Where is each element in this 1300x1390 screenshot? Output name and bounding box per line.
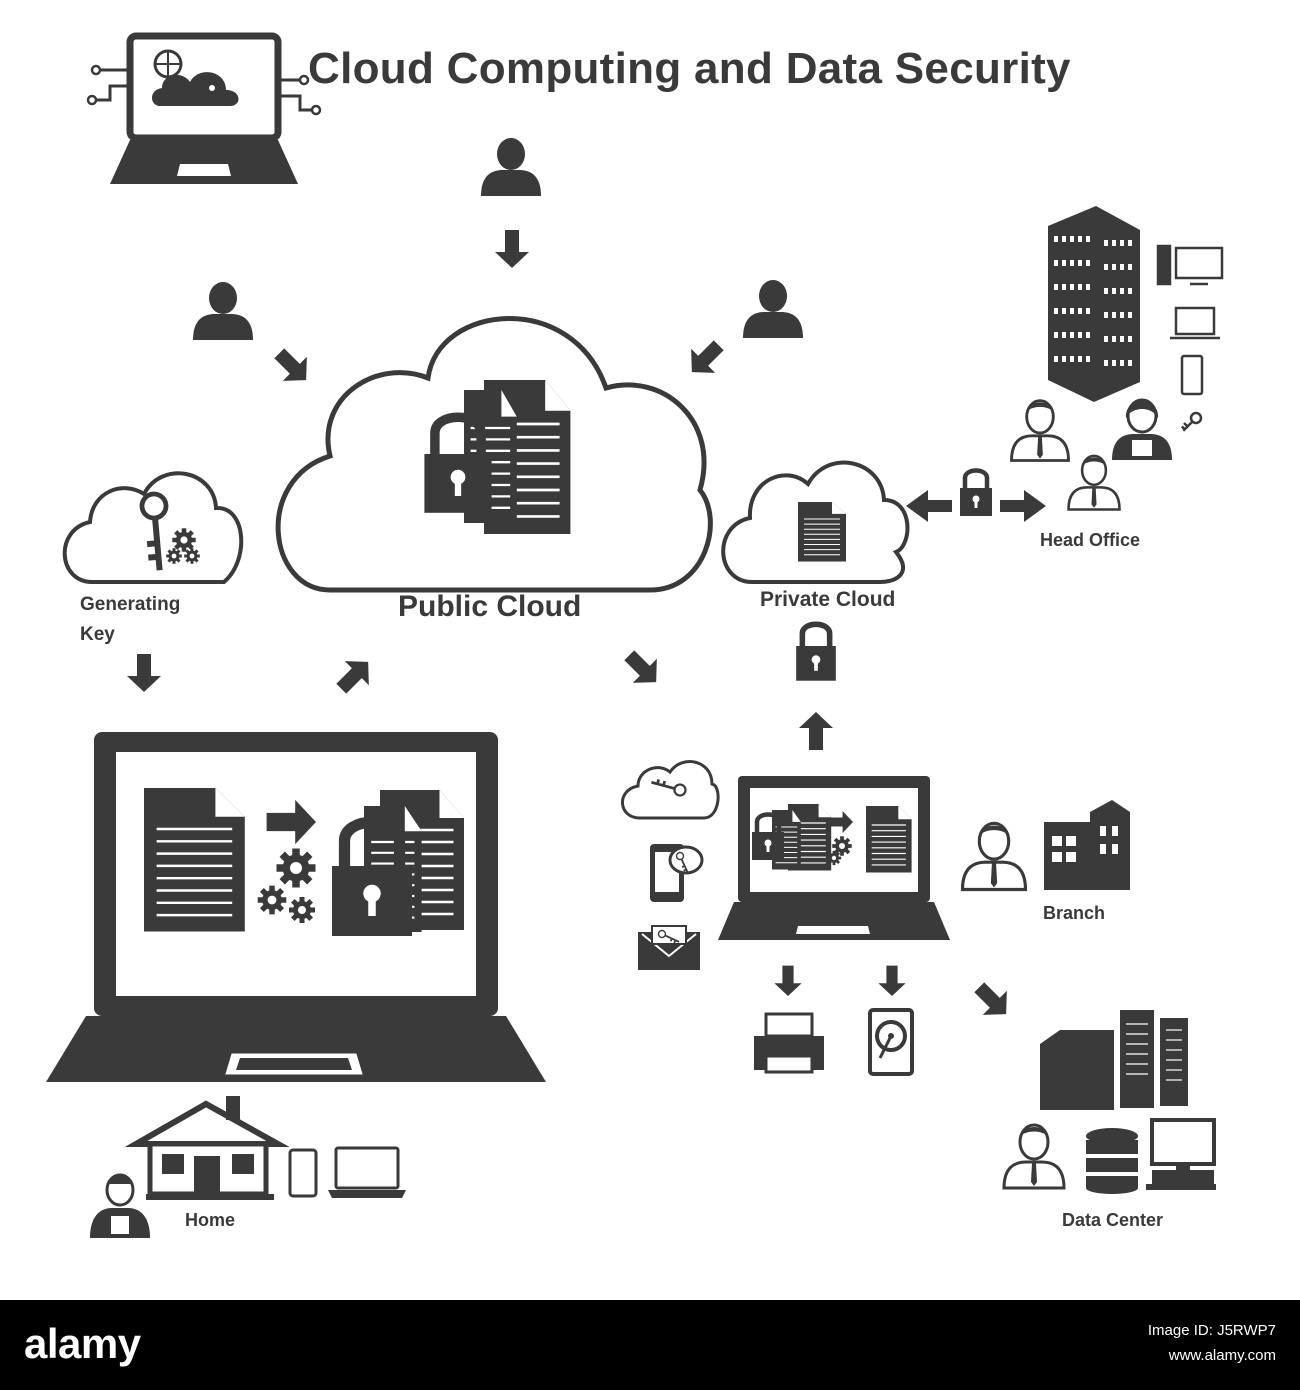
arrow-icon — [495, 230, 529, 268]
arrow-icon — [267, 341, 319, 393]
generating-key-label: Generating Key — [80, 590, 180, 650]
generating-key-line2: Key — [80, 624, 115, 645]
phone-key-icon — [650, 844, 704, 902]
user-icon — [743, 280, 803, 338]
head-office-devices-icon — [1156, 244, 1224, 432]
private-cloud-icon — [721, 460, 910, 584]
private-cloud-label: Private Cloud — [760, 588, 896, 611]
arrow-icon — [617, 643, 669, 695]
page-title: Cloud Computing and Data Security — [308, 44, 1071, 93]
home-label: Home — [185, 1210, 236, 1230]
branch-label: Branch — [1043, 903, 1106, 923]
data-center-label: Data Center — [1062, 1210, 1164, 1230]
user-icon — [1002, 1123, 1066, 1190]
head-office-label: Head Office — [1040, 530, 1141, 550]
server-rack-icon — [1040, 1010, 1188, 1110]
encryption-laptop-icon — [46, 732, 546, 1082]
user-icon — [481, 138, 541, 196]
image-id-text: Image ID: J5RWP7 — [1147, 1322, 1276, 1339]
public-cloud-icon — [275, 316, 713, 593]
alamy-logo: alamy — [24, 1320, 141, 1367]
public-cloud-label: Public Cloud — [398, 590, 582, 623]
secure-link-icon — [906, 471, 1046, 522]
footer-meta: Image ID: J5RWP7 www.alamy.com — [1148, 1318, 1276, 1368]
user-icon — [960, 821, 1028, 892]
user-icon — [193, 282, 253, 340]
user-icon — [1010, 399, 1070, 462]
header-laptop-cloud-icon — [86, 32, 322, 184]
home-group-icon — [90, 1096, 406, 1238]
desktop-computer-icon — [1146, 1118, 1216, 1190]
arrow-icon — [967, 975, 1019, 1027]
user-icon — [1112, 398, 1172, 460]
padlock-icon — [796, 624, 836, 680]
branch-building-icon — [1044, 800, 1130, 890]
head-office-building-icon — [1048, 206, 1140, 402]
watermark-footer: alamy Image ID: J5RWP7 www.alamy.com — [0, 1300, 1300, 1390]
database-icon — [1086, 1128, 1138, 1194]
arrow-icon — [329, 649, 381, 701]
footer-url-text: www.alamy.com — [1168, 1347, 1276, 1364]
cloud-security-diagram — [46, 32, 1224, 1238]
branch-laptop-icon — [718, 776, 950, 940]
user-icon — [1067, 454, 1121, 511]
printer-icon — [754, 1012, 824, 1074]
arrow-icon — [127, 654, 161, 692]
arrow-icon — [878, 965, 906, 996]
arrow-icon — [799, 712, 833, 750]
key-cloud-small-icon — [621, 760, 720, 820]
arrow-icon — [679, 333, 731, 385]
key-cloud-icon — [62, 471, 244, 584]
generating-key-line1: Generating — [80, 594, 181, 615]
envelope-key-icon — [638, 925, 700, 970]
arrow-icon — [774, 965, 802, 996]
hard-drive-icon — [868, 1008, 914, 1076]
